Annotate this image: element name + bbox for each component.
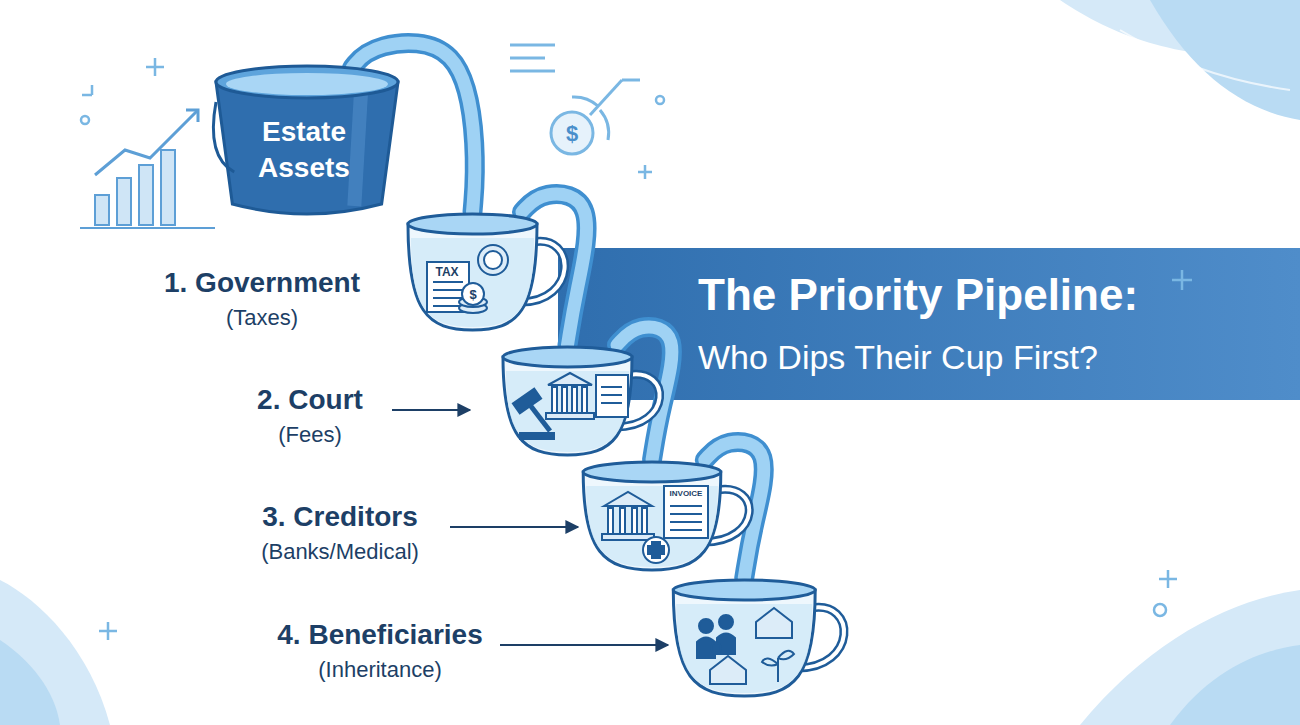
cup-outline: [580, 460, 740, 572]
cup-heading-group: 2. Court(Fees): [257, 382, 363, 452]
finance-icon: [510, 45, 640, 154]
cup-rim: [673, 580, 815, 600]
title: The Priority Pipeline:: [698, 270, 1138, 320]
bucket-handle: [213, 102, 234, 172]
cup-rim: [583, 462, 721, 482]
leader-arrow: [392, 409, 470, 411]
cup-rim: [503, 347, 632, 367]
cup-icon: [427, 245, 508, 313]
cup-heading-group: 3. Creditors(Banks/Medical): [261, 499, 419, 569]
cup-body: [673, 590, 815, 696]
priority-cup: 4. Beneficiaries(Inheritance): [670, 578, 835, 698]
leader-arrow: [450, 526, 578, 528]
bucket-shine: [354, 82, 361, 206]
corner-wave: [1150, 0, 1300, 120]
bucket-water: [226, 73, 388, 95]
estate-bucket: Estate Assets: [212, 62, 402, 218]
cup-subheading: (Fees): [257, 418, 363, 452]
cup-heading-group: 1. Government(Taxes): [164, 265, 360, 335]
corner-wave: [1080, 590, 1300, 725]
chart-icon: [80, 110, 215, 228]
priority-cup: 3. Creditors(Banks/Medical): [580, 460, 740, 572]
cup-body: [408, 224, 537, 330]
icon-text: TAX: [435, 265, 458, 279]
cup-water: [506, 371, 629, 452]
cup-heading: 3. Creditors: [261, 499, 419, 535]
bucket-body: [216, 82, 398, 214]
sparkle: [81, 58, 1192, 640]
corner-wave: [1120, 30, 1290, 90]
corner-wave: [0, 640, 60, 725]
cup-water: [676, 604, 812, 693]
cup-subheading: (Inheritance): [277, 653, 482, 687]
priority-cup: 1. Government(Taxes): [405, 212, 555, 332]
cup-rim: [408, 214, 537, 234]
icon-text: $: [566, 121, 578, 147]
cup-body: [583, 472, 721, 570]
cup-water: [586, 486, 718, 567]
cup-heading-group: 4. Beneficiaries(Inheritance): [277, 617, 482, 687]
leader-arrow: [500, 644, 668, 646]
cup-icon: [602, 486, 708, 563]
cup-heading: 4. Beneficiaries: [277, 617, 482, 653]
cup-body: [503, 357, 632, 455]
cup-subheading: (Banks/Medical): [261, 535, 419, 569]
cup-water: [411, 238, 534, 327]
icon-text: $: [469, 287, 476, 302]
subtitle: Who Dips Their Cup First?: [698, 338, 1098, 377]
cup-subheading: (Taxes): [164, 301, 360, 335]
corner-wave: [1170, 645, 1300, 725]
cup-icon: [513, 373, 628, 439]
priority-cup: 2. Court(Fees): [500, 345, 650, 457]
bucket-rim: [216, 66, 398, 98]
cup-outline: [405, 212, 555, 332]
cup-heading: 2. Court: [257, 382, 363, 418]
icon-text: INVOICE: [670, 489, 703, 498]
node-label: Estate Assets: [234, 114, 374, 186]
cup-outline: [500, 345, 650, 457]
cup-icon: [697, 608, 794, 684]
cup-heading: 1. Government: [164, 265, 360, 301]
corner-wave: [0, 580, 110, 725]
cup-outline: [670, 578, 835, 698]
